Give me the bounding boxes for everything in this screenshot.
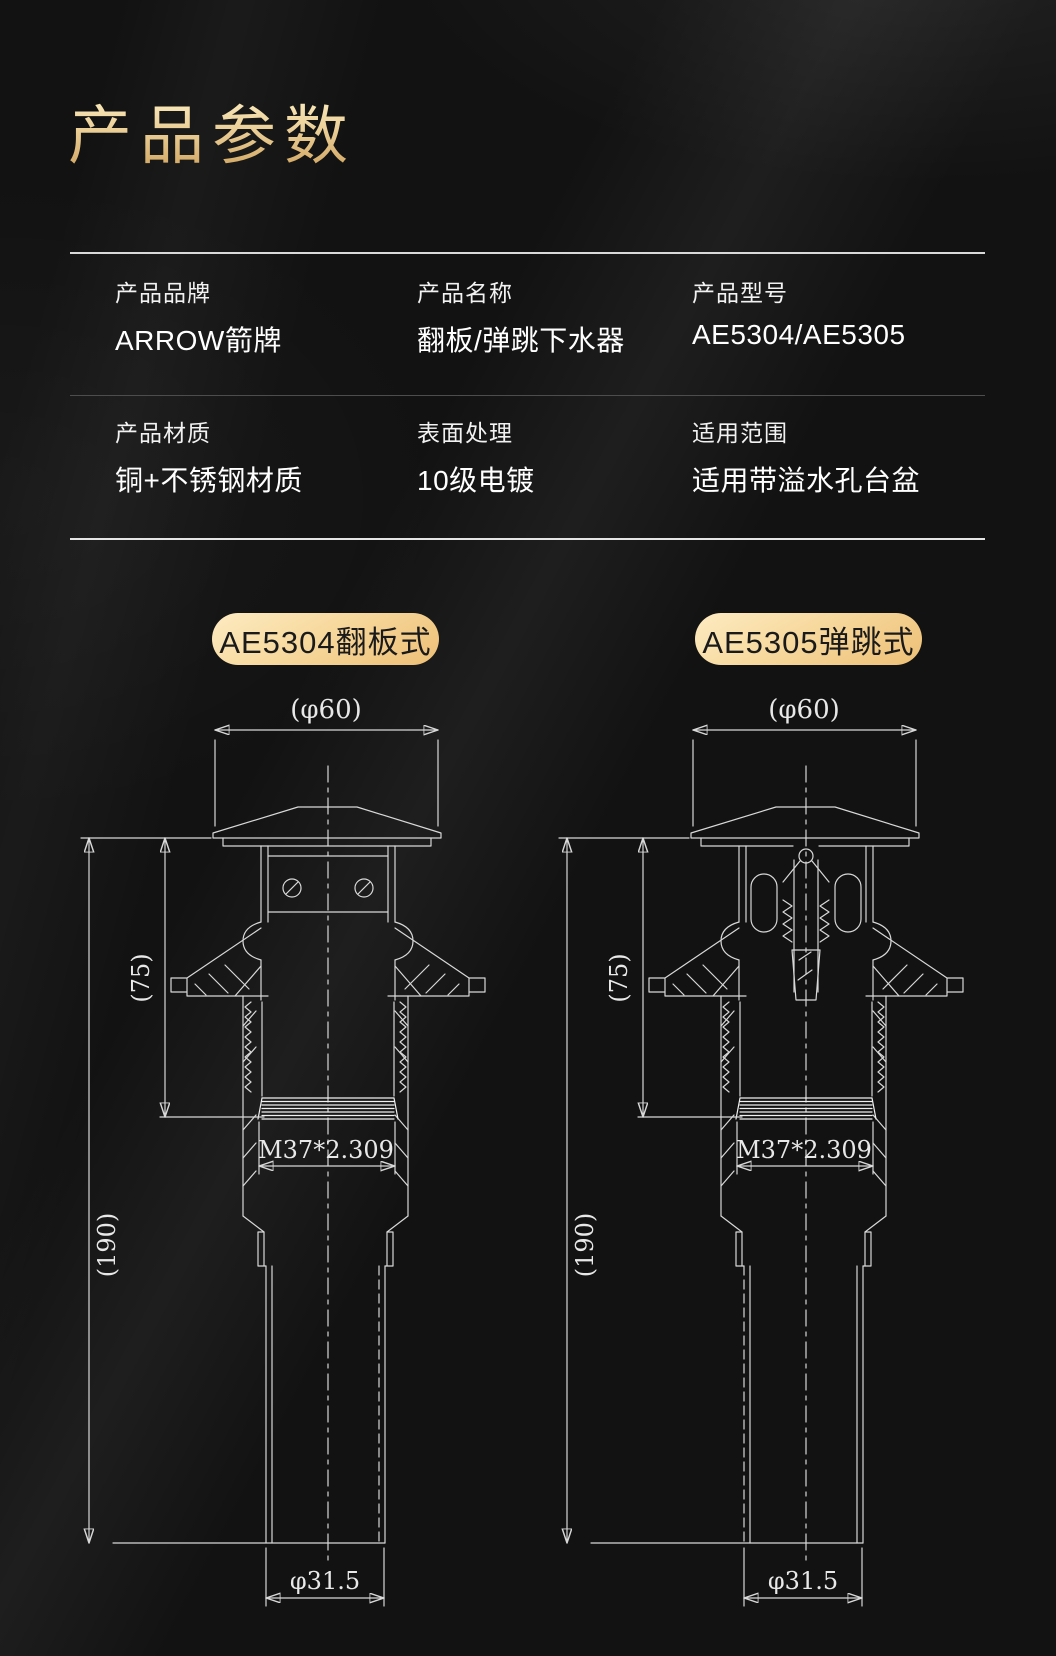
- spec-value: 适用带溢水孔台盆: [692, 465, 921, 496]
- spec-value: 铜+不锈钢材质: [115, 465, 303, 496]
- spec-label: 产品材质: [115, 420, 211, 446]
- spec-cell-finish: 表面处理 10级电镀: [417, 414, 535, 499]
- tailpipe: [590, 1215, 887, 1544]
- dim-diameter-group: (φ60): [215, 695, 438, 827]
- technical-drawing-ae5304: (φ60): [80, 695, 486, 1607]
- diagram-badge-ae5304: AE5304翻板式: [212, 613, 439, 665]
- dim-outlet-group: φ31.5: [744, 1547, 862, 1607]
- threaded-barrel: [242, 995, 409, 1217]
- spec-value: ARROW箭牌: [115, 325, 282, 356]
- thread-band: [257, 1097, 399, 1120]
- dim-thread-group: M37*2.309: [258, 1121, 395, 1175]
- cap-outline: [690, 806, 920, 847]
- dim-total-height: (190): [93, 1213, 121, 1278]
- dim-total-height: (190): [571, 1213, 599, 1278]
- dim-outlet-group: φ31.5: [266, 1547, 384, 1607]
- spec-label: 适用范围: [692, 420, 788, 446]
- divider-bottom: [70, 538, 985, 540]
- dim-outlet: φ31.5: [290, 1567, 360, 1595]
- page-title: 产品参数: [68, 98, 356, 175]
- dim-thread-group: M37*2.309: [736, 1121, 873, 1175]
- spec-label: 产品名称: [417, 280, 513, 306]
- mounting-wings: [170, 927, 486, 997]
- spec-value: 翻板/弹跳下水器: [417, 325, 625, 356]
- dim-outlet: φ31.5: [768, 1567, 838, 1595]
- dim-thread: M37*2.309: [736, 1136, 872, 1164]
- tailpipe: [112, 1215, 409, 1544]
- dim-upper-height-group: (75): [558, 838, 743, 1117]
- cap-outline: [212, 806, 442, 847]
- dim-upper-height: (75): [605, 953, 633, 1002]
- spec-label: 产品型号: [692, 280, 788, 306]
- dim-total-height-group: (190): [567, 838, 599, 1543]
- dim-total-height-group: (190): [89, 838, 121, 1543]
- spec-cell-name: 产品名称 翻板/弹跳下水器: [417, 274, 625, 359]
- dim-upper-height: (75): [127, 953, 155, 1002]
- dim-diameter: (φ60): [290, 695, 362, 725]
- divider-top: [70, 252, 985, 254]
- dim-diameter-group: (φ60): [693, 695, 916, 827]
- thread-band: [735, 1097, 877, 1120]
- spec-cell-model: 产品型号 AE5304/AE5305: [692, 274, 906, 351]
- housing-flip: [242, 845, 414, 1001]
- divider-middle: [70, 395, 985, 396]
- spec-cell-scope: 适用范围 适用带溢水孔台盆: [692, 414, 920, 499]
- spec-cell-material: 产品材质 铜+不锈钢材质: [115, 414, 303, 499]
- spec-value: AE5304/AE5305: [692, 319, 906, 350]
- threaded-barrel: [720, 995, 887, 1217]
- diagram-badge-ae5305: AE5305弹跳式: [695, 613, 922, 665]
- dim-upper-height-group: (75): [80, 838, 265, 1117]
- technical-drawing-ae5305: (φ60): [558, 695, 964, 1607]
- spec-cell-brand: 产品品牌 ARROW箭牌: [115, 274, 282, 359]
- spec-label: 产品品牌: [115, 280, 211, 306]
- dim-diameter: (φ60): [768, 695, 840, 725]
- mounting-wings: [648, 927, 964, 997]
- spec-label: 表面处理: [417, 420, 513, 446]
- spec-value: 10级电镀: [417, 465, 535, 496]
- housing-popup: [720, 845, 892, 1001]
- dim-thread: M37*2.309: [258, 1136, 394, 1164]
